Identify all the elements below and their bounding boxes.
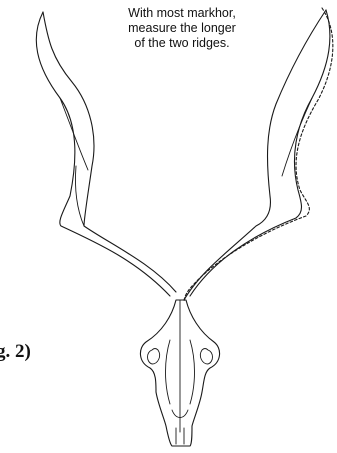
right-horn-outer-edge (190, 10, 330, 296)
right-horn (184, 8, 333, 302)
left-skull-ridge (166, 340, 171, 404)
right-skull-ridge (190, 340, 195, 404)
right-horn-inner-edge (184, 10, 326, 300)
left-eye-socket (148, 349, 160, 365)
left-horn-inner-twist (75, 166, 84, 226)
right-eye-socket (200, 349, 212, 365)
left-horn (36, 12, 176, 296)
left-horn-outer-edge (36, 12, 170, 296)
skull (140, 300, 219, 446)
right-horn-measure-ridge (184, 8, 333, 302)
left-horn-ridge (60, 98, 88, 170)
